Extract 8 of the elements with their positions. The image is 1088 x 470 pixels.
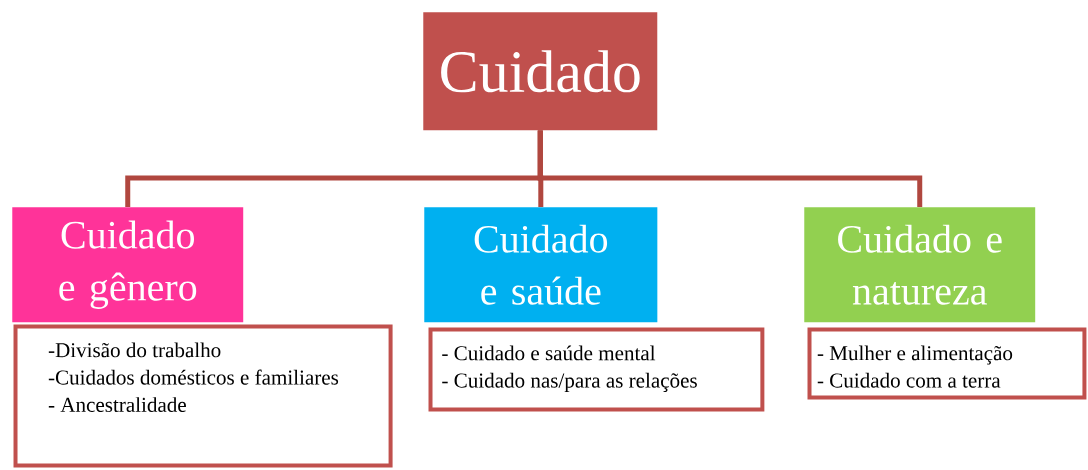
- list-box: - Mulher e alimentação - Cuidado com a terra: [807, 327, 1087, 400]
- list-box: - Cuidado e saúde mental - Cuidado nas/para as relações: [428, 327, 765, 412]
- connector: [537, 130, 923, 207]
- list-box: -Divisão do trabalho -Cuidados domésticos e familiares - Ancestralidade: [13, 324, 393, 468]
- category-box: Cuidado e gênero: [12, 207, 244, 323]
- category-box: Cuidado e saúde: [424, 207, 658, 323]
- category-box: Cuidado e natureza: [804, 207, 1036, 323]
- title-box: Cuidado: [423, 12, 658, 131]
